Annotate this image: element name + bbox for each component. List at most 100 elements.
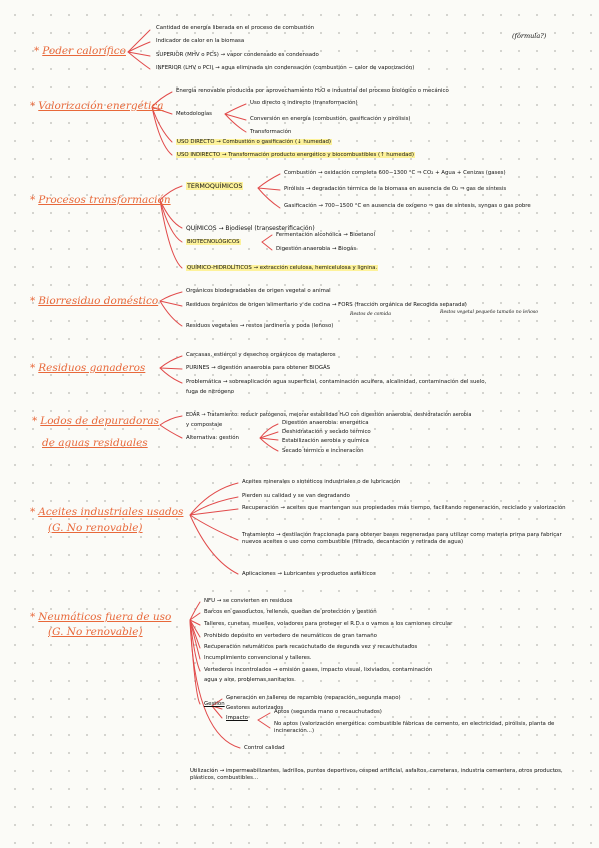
neu-line-10: Gestores autorizados	[226, 705, 284, 711]
val-line-7: USO INDIRECTO → Transformación producto …	[176, 152, 415, 158]
title-poder: *Poder calorífico	[34, 45, 126, 57]
arrow-neu-3	[189, 619, 201, 626]
ace-line-1: Aceites minerales o sintéticos industria…	[242, 479, 401, 485]
val-line-1: Energía renovable producida por aprovech…	[176, 88, 449, 94]
proc-line-gasificacion: Gasificación → 700−1500 °C en ausencia d…	[284, 203, 531, 209]
arrow-neu-2	[189, 612, 201, 621]
arrow-poder-3	[127, 51, 151, 57]
lod-line-6: Estabilización aerobia y química	[282, 438, 369, 444]
arrow-poder-4	[127, 51, 151, 70]
arrow-proc-8	[261, 234, 273, 243]
ace-line-4: Tratamiento → destilación fraccionada pa…	[242, 532, 562, 545]
arrow-bio-2	[159, 300, 183, 307]
neu-line-utilizacion: Utilización → impermeabilizantes, ladril…	[190, 768, 563, 781]
title-procesos: *Procesos transformación	[30, 194, 171, 206]
neu-line-7: Vertederos incontrolados → emisión gases…	[204, 667, 433, 673]
neu-line-noaptos: No aptos (valorización energética: combu…	[274, 721, 555, 734]
arrow-neu-1	[189, 601, 201, 621]
proc-line-pirolisis: Pirólisis → degradación térmica de la bi…	[284, 186, 507, 192]
proc-line-biotec: BIOTECNOLÓGICOS	[186, 239, 241, 245]
proc-line-hidroliticos: QUÍMICO-HIDROLÍTICOS → extracción celulo…	[186, 265, 379, 271]
arrow-gan-3	[159, 367, 183, 384]
arrow-neu-8	[189, 619, 201, 705]
val-line-5: Transformación	[250, 129, 292, 135]
arrow-poder-1	[127, 29, 151, 53]
arrow-neu-6	[189, 619, 201, 660]
arrow-ace-2	[189, 496, 239, 516]
ace-line-3: Recuperación → aceites que mantengan sus…	[242, 505, 566, 511]
neu-line-5: Recuperación neumáticos para recauchutad…	[204, 644, 418, 650]
val-line-4: Conversión en energía (combustión, gasif…	[250, 116, 411, 122]
bio-line-1: Orgánicos biodegradables de origen veget…	[186, 288, 331, 294]
title-aceites: *Aceites industriales usados	[30, 506, 184, 518]
lod-line-7: Secado térmico e incineración	[282, 448, 364, 454]
arrow-val-7	[224, 113, 247, 133]
lod-line-5: Deshidratación y secado térmico	[282, 429, 371, 435]
proc-line-termo: TERMOQUÍMICOS	[186, 182, 244, 190]
arrow-proc-7	[257, 187, 281, 209]
lod-line-3: Alternativa: gestión	[186, 435, 239, 441]
proc-line-digestion: Digestión anaerobia → Biogás	[276, 246, 357, 252]
arrow-proc-4	[159, 199, 183, 269]
formula-note: (fórmula?)	[512, 32, 547, 40]
gan-line-4: fuga de nitrógeno	[186, 389, 235, 395]
title-valorizacion: *Valorización energética	[30, 100, 164, 112]
poder-line-1: Cantidad de energía liberada en el proce…	[156, 25, 315, 31]
neu-line-aptos: Aptos (segunda mano o recauchutados)	[274, 709, 382, 715]
arrow-neu-5	[189, 619, 201, 649]
neu-line-control: Control calidad	[244, 745, 285, 751]
neu-line-gestion: Gestión	[204, 701, 225, 707]
neu-line-2: Barcos en gasoductos, rellenos, quedan d…	[204, 609, 377, 615]
lod-line-4: Digestión anaerobia: energética	[282, 420, 369, 426]
arrow-lod-6	[259, 437, 279, 452]
neu-line-9: Generación en talleres de recambio (repa…	[226, 695, 401, 701]
bio-line-3: Residuos vegetales → restos jardinería y…	[186, 323, 334, 329]
arrow-neu-14	[257, 719, 271, 729]
arrow-lod-3	[259, 423, 279, 439]
neu-line-8: agua y aire, problemas sanitarios.	[204, 677, 296, 683]
lod-line-1: EDAR → Tratamiento: reducir patógenos, m…	[186, 412, 472, 418]
poder-line-3: SUPERIOR (MHV o PCS) → vapor condensado …	[156, 52, 319, 58]
arrow-bio-3	[159, 300, 183, 327]
gan-line-2: PURINES → digestión anaerobia para obten…	[186, 365, 331, 371]
arrow-ace-4	[189, 514, 239, 541]
gan-line-1: Carcasas, estiércol y desechos orgánicos…	[186, 352, 336, 358]
arrow-val-5	[224, 103, 247, 115]
arrow-lod-2	[159, 424, 183, 439]
title-neumaticos-2: (G. No renovable)	[48, 626, 143, 638]
arrow-val-4	[151, 106, 173, 156]
lod-line-2: y compostaje	[186, 422, 223, 428]
arrow-proc-5	[257, 173, 281, 189]
proc-line-quimicos: QUÍMICOS → Biodiesel (transesterificació…	[186, 225, 315, 232]
arrow-val-6	[224, 113, 247, 121]
proc-line-fermentacion: Fermentación alcohólica → Bioetanol	[276, 232, 375, 238]
title-ganaderos: *Residuos ganaderos	[30, 362, 146, 374]
neu-line-3: Talleres, cunetas, muelles, voladores pa…	[204, 621, 453, 627]
title-biorresiduo: *Biorresiduo doméstico	[30, 295, 159, 307]
arrow-bio-1	[159, 291, 183, 302]
title-neumaticos: *Neumáticos fuera de uso	[30, 611, 172, 623]
arrow-neu-13	[257, 712, 271, 721]
gan-line-3: Problemática → sobreaplicación agua supe…	[186, 379, 487, 385]
arrow-ace-3	[189, 508, 239, 516]
title-aceites-2: (G. No renovable)	[48, 522, 143, 534]
val-line-2: Metodologías	[176, 111, 212, 117]
poder-line-2: Indicador de calor en la biomasa	[156, 38, 245, 44]
neu-line-impacto: Impacto	[226, 715, 248, 721]
arrow-ace-1	[189, 482, 239, 516]
neu-line-4: Prohibido depósito en vertedero de neumá…	[204, 633, 377, 639]
poder-line-4: INFERIOR (LHV o PCI) → agua eliminada si…	[156, 65, 415, 71]
arrow-proc-9	[261, 241, 273, 251]
arrow-gan-2	[159, 367, 183, 370]
val-line-6: USO DIRECTO → Combustión o gasificación …	[176, 139, 333, 145]
title-lodos: *Lodos de depuradoras	[32, 415, 159, 427]
neu-line-1: NFU → se convierten en residuos	[204, 598, 293, 604]
bio-note-restos-comida: Restos de comida	[350, 312, 391, 317]
bio-note-restos-vegetal: Restos vegetal pequeño tamaño no leñoso	[440, 310, 538, 315]
bio-line-2: Residuos orgánicos de origen alimentario…	[186, 302, 467, 308]
ace-line-2: Pierden su calidad y se van degradando	[242, 493, 350, 499]
ace-line-5: Aplicaciones → Lubricantes y productos a…	[242, 571, 376, 577]
arrow-ace-5	[189, 514, 239, 575]
neu-line-6: Incumplimiento convencional y talleres.	[204, 655, 312, 661]
